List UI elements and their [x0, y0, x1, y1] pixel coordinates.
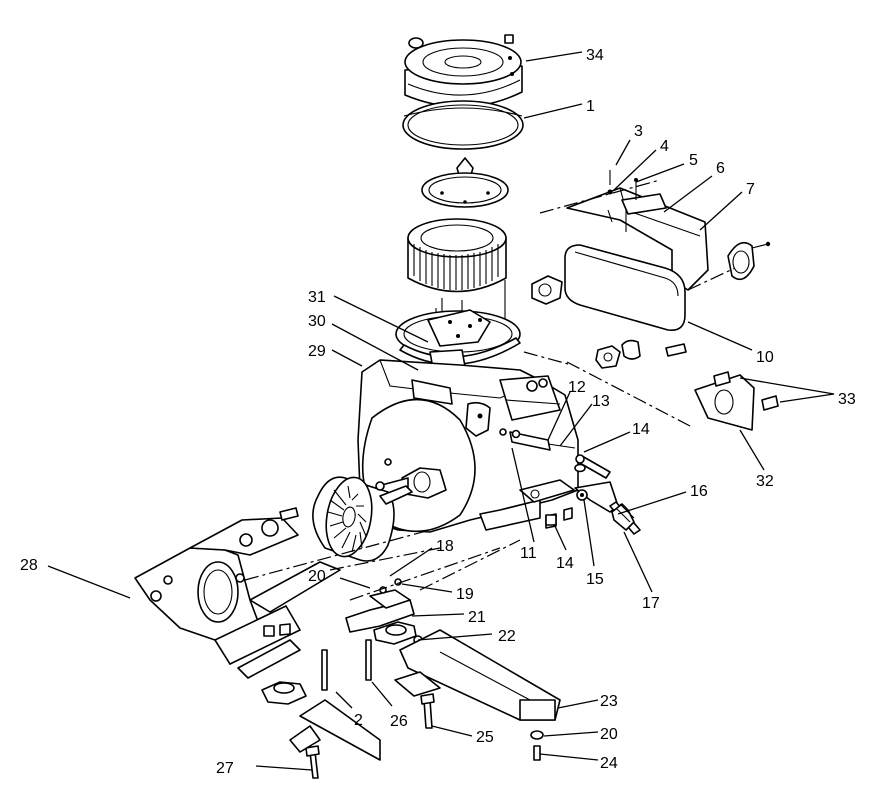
- filter-element: [407, 218, 507, 293]
- wing-nut-plate: [421, 157, 509, 208]
- callout-4: 4: [660, 138, 669, 155]
- bolts: [263, 514, 557, 779]
- callout-12: 12: [568, 379, 586, 396]
- callout-11: 11: [520, 545, 537, 562]
- callout-17: 17: [642, 595, 660, 612]
- callout-13: 13: [592, 393, 610, 410]
- exhaust-hanger: [694, 371, 779, 431]
- throttle-cable: [499, 428, 576, 451]
- callout-29: 29: [308, 343, 326, 360]
- callout-21: 21: [468, 609, 486, 626]
- callout-5: 5: [689, 152, 698, 169]
- callout-26: 26: [390, 713, 408, 730]
- callout-15: 15: [586, 571, 604, 588]
- callout-labels: 34 1 3 4 5 6 7 10 12 13 14 11 14 15 16 1…: [20, 47, 856, 777]
- callout-2: 2: [354, 712, 363, 729]
- callout-20-lower: 20: [600, 726, 618, 743]
- callout-28: 28: [20, 557, 38, 574]
- callout-27: 27: [216, 760, 234, 777]
- air-cleaner-base: [395, 280, 521, 375]
- control-linkage: [545, 454, 641, 535]
- callout-14-lower: 14: [556, 555, 574, 572]
- frame-rails: [289, 629, 561, 761]
- callout-18: 18: [436, 538, 454, 555]
- callout-30: 30: [308, 313, 326, 330]
- callout-16: 16: [690, 483, 708, 500]
- callout-24: 24: [600, 755, 618, 772]
- callout-32: 32: [756, 473, 774, 490]
- callout-6: 6: [716, 160, 725, 177]
- flywheel-fan: [312, 458, 413, 562]
- spark-arrestor-flange: [727, 241, 771, 281]
- callout-19: 19: [456, 586, 474, 603]
- callout-31: 31: [308, 289, 326, 306]
- callout-20-upper: 20: [308, 568, 326, 585]
- muffler-body: [531, 244, 687, 369]
- callout-23: 23: [600, 693, 618, 710]
- callout-14-upper: 14: [632, 421, 650, 438]
- callout-34: 34: [586, 47, 604, 64]
- leader-lines: [47, 51, 835, 771]
- mounting-bracket: [134, 507, 341, 679]
- centerlines: [244, 179, 736, 601]
- gasket-ring: [402, 100, 524, 150]
- isolator-mounts: [261, 578, 423, 705]
- callout-3: 3: [634, 123, 643, 140]
- callout-22: 22: [498, 628, 516, 645]
- callout-33: 33: [838, 391, 856, 408]
- air-cleaner-cover: [404, 34, 523, 108]
- callout-10: 10: [756, 349, 774, 366]
- callout-1: 1: [586, 98, 595, 115]
- callout-7: 7: [746, 181, 755, 198]
- callout-25: 25: [476, 729, 494, 746]
